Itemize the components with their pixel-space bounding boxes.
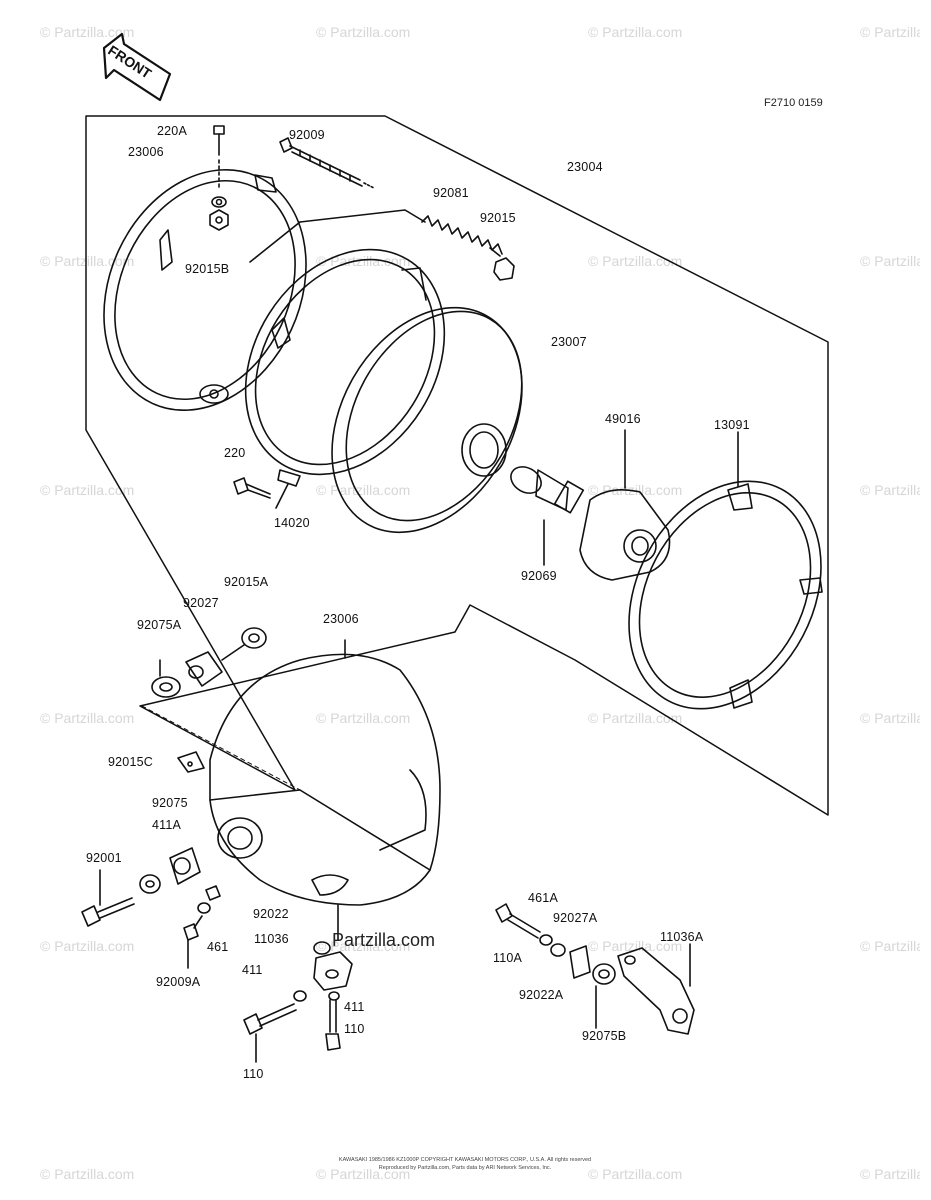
part-label[interactable]: 14020 <box>274 516 310 530</box>
part-label[interactable]: 92015B <box>185 262 230 276</box>
bulb-92069-icon <box>510 466 585 566</box>
part-label[interactable]: 92009A <box>156 975 201 989</box>
part-label[interactable]: 23006 <box>323 612 359 626</box>
part-label[interactable]: 110 <box>243 1067 264 1081</box>
watermark: © Partzilla.com <box>860 710 920 726</box>
watermark: © Partzilla.com <box>588 710 683 726</box>
part-label[interactable]: 49016 <box>605 412 641 426</box>
part-label[interactable]: 110 <box>344 1022 365 1036</box>
screw-220a-icon <box>209 125 229 231</box>
part-label[interactable]: 23004 <box>567 160 603 174</box>
part-label[interactable]: 92015C <box>108 755 153 769</box>
part-label[interactable]: 92015A <box>224 575 269 589</box>
part-label[interactable]: 92009 <box>289 128 325 142</box>
part-label[interactable]: 11036A <box>660 930 704 944</box>
figure-id: F2710 0159 <box>764 97 823 109</box>
clip-92015c-icon <box>177 751 205 773</box>
bracket-11036-icon <box>313 904 353 991</box>
watermark: © Partzilla.com <box>588 1166 683 1182</box>
part-label[interactable]: 411A <box>152 818 182 832</box>
dust-cover-49016 <box>579 429 671 581</box>
part-label[interactable]: 92022A <box>519 988 564 1002</box>
watermark: © Partzilla.com <box>40 253 135 269</box>
retaining-ring-13091 <box>628 431 823 710</box>
rim-ring-23006 <box>103 169 307 411</box>
watermark: © Partzilla.com <box>860 253 920 269</box>
watermark: © Partzilla.com <box>40 1166 135 1182</box>
watermark: © Partzilla.com <box>316 938 411 954</box>
bolt-110-vertical-icon <box>325 991 341 1051</box>
watermark: © Partzilla.com <box>40 24 135 40</box>
part-label[interactable]: 220A <box>157 124 187 138</box>
watermark: © Partzilla.com <box>860 938 920 954</box>
part-label[interactable]: 110A <box>493 951 523 965</box>
watermark: © Partzilla.com <box>316 24 411 40</box>
part-label[interactable]: 411 <box>344 1000 365 1014</box>
watermark: © Partzilla.com <box>588 938 683 954</box>
watermark: © Partzilla.com <box>860 1166 920 1182</box>
watermark: © Partzilla.com <box>40 482 135 498</box>
mounting-ring-23007 <box>244 248 446 487</box>
part-label[interactable]: 92075 <box>152 796 188 810</box>
screw-92009-icon <box>279 137 375 189</box>
bolt-110-icon <box>243 990 307 1063</box>
part-label[interactable]: 461 <box>207 940 229 954</box>
part-label[interactable]: 92075A <box>137 618 182 632</box>
part-label[interactable]: 23006 <box>128 145 164 159</box>
bushing-stack-upper <box>151 627 267 698</box>
part-label[interactable]: 92075B <box>582 1029 627 1043</box>
watermark: © Partzilla.com <box>860 24 920 40</box>
watermark: © Partzilla.com <box>860 482 920 498</box>
part-label[interactable]: 92001 <box>86 851 122 865</box>
watermark: © Partzilla.com <box>588 253 683 269</box>
front-arrow-icon <box>102 32 172 102</box>
part-label[interactable]: 92022 <box>253 907 289 921</box>
part-label[interactable]: 13091 <box>714 418 750 432</box>
watermark: © Partzilla.com <box>40 710 135 726</box>
part-label[interactable]: 92027A <box>553 911 598 925</box>
part-label[interactable]: 11036 <box>254 932 289 946</box>
partzilla-stamp: Partzilla.com <box>332 930 436 950</box>
headlight-housing-23006 <box>209 639 441 906</box>
part-label[interactable]: 92015 <box>480 211 516 225</box>
watermark: © Partzilla.com <box>40 938 135 954</box>
copyright-line: KAWASAKI 1985/1986 KZ1000P COPYRIGHT KAW… <box>338 1157 592 1163</box>
watermark: © Partzilla.com <box>588 482 683 498</box>
assembly-frame <box>85 115 829 816</box>
screw-220-icon <box>233 477 271 499</box>
part-label[interactable]: 461A <box>528 891 558 905</box>
part-label[interactable]: 92081 <box>433 186 469 200</box>
part-label[interactable]: 23007 <box>551 335 587 349</box>
part-label[interactable]: 92069 <box>521 569 557 583</box>
part-label[interactable]: 411 <box>242 963 263 977</box>
watermark: © Partzilla.com <box>588 24 683 40</box>
bolt-92001-icon <box>81 847 201 927</box>
small-fasteners <box>183 885 221 969</box>
bracket-assembly-right <box>495 903 695 1035</box>
spring-92081-icon <box>421 215 503 257</box>
watermark: © Partzilla.com <box>316 710 411 726</box>
copyright-line: Reproduced by Partzilla.com, Parts data … <box>378 1165 552 1171</box>
headlight-lens <box>331 306 523 534</box>
part-label[interactable]: 92027 <box>183 596 219 610</box>
part-label[interactable]: 220 <box>224 446 246 460</box>
nut-92015-icon <box>493 257 515 281</box>
watermark: © Partzilla.com <box>316 1166 411 1182</box>
